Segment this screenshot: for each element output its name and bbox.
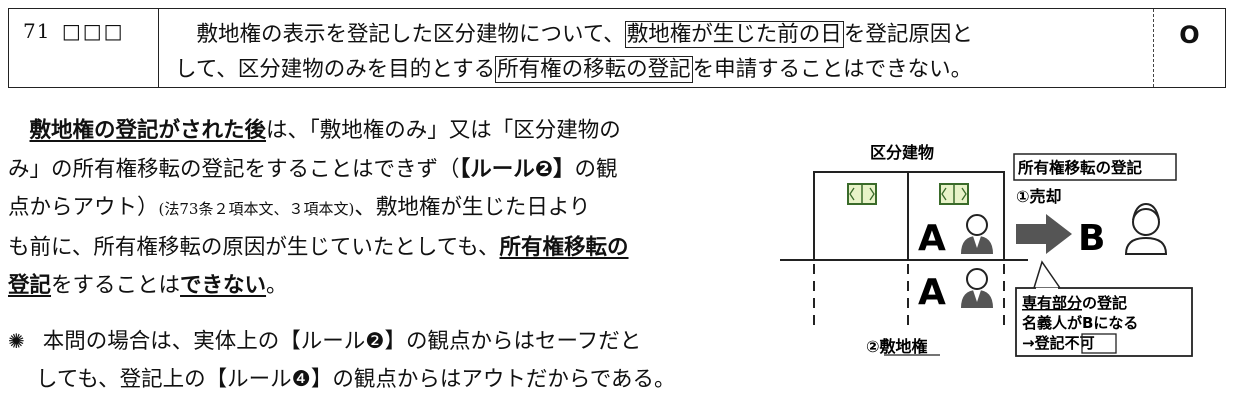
key-phrase: できない (180, 273, 267, 298)
note-paragraph: ✺ 本問の場合は、実体上の【ルール❷】の観点からはセーフだと しても、登記上の【ル… (8, 322, 778, 399)
text-segment: 点からアウト） (8, 195, 159, 220)
window-icon (939, 183, 969, 205)
sale-label: ①売却 (1016, 187, 1062, 206)
transfer-label: 所有権移転の登記 (1018, 158, 1143, 177)
callout-key: 不可 (1065, 334, 1095, 352)
site-right-label: ②敷地権 (866, 337, 928, 356)
text-segment: み」の所有権移転の登記をすることはできず（ (8, 156, 460, 182)
callout-text: の登記 (1082, 294, 1127, 312)
building-label: 区分建物 (870, 143, 934, 162)
callout-pointer (1033, 260, 1061, 289)
text-segment: 。 (266, 273, 288, 298)
explanation-line: も前に、所有権移転の原因が生じていたとしても、所有権移転の (8, 229, 778, 268)
explanation-line: 登記をすることはできない。 (8, 267, 778, 306)
callout-text: →登記 (1022, 334, 1065, 352)
person-a-site-icon (961, 268, 993, 308)
text-segment: は、「敷地権のみ」又は「区分建物の (266, 118, 621, 143)
callout-line-2: 名義人がBになる (1022, 314, 1138, 332)
key-phrase: 敷地権の登記がされた後 (29, 118, 267, 143)
arrow-icon (1016, 214, 1072, 254)
rule-reference: 【ルール❷】 (459, 156, 575, 182)
window-icon (847, 183, 877, 205)
person-a-label: A (918, 218, 946, 259)
boxed-term: 敷地権が生じた前の日 (624, 21, 844, 48)
person-b-icon (1124, 202, 1168, 255)
text-segment: 、敷地権が生じた日より (354, 195, 591, 220)
key-phrase: 所有権移転の (499, 234, 629, 260)
boxed-term: 所有権の移転の登記 (495, 56, 693, 83)
person-b-label: B (1078, 218, 1105, 259)
person-a-site-label: A (918, 272, 946, 313)
question-text-segment: を申請することはできない。 (692, 57, 973, 82)
checkbox-marks: □□□ (61, 19, 125, 43)
question-line-2: して、区分建物のみを目的とする所有権の移転の登記を申請することはできない。 (175, 52, 1141, 87)
note-text: 本問の場合は、実体上の【ルール❷】の観点からはセーフだと (42, 329, 642, 354)
callout-key: 専有部分 (1022, 294, 1082, 312)
question-text-segment: を登記原因と (843, 22, 973, 47)
callout-line-1: 専有部分の登記 (1022, 294, 1127, 312)
callout-line-3: →登記不可 (1022, 334, 1095, 352)
question-line-1: 敷地権の表示を登記した区分建物について、敷地権が生じた前の日を登記原因と (175, 17, 1141, 52)
explanation-paragraph: 敷地権の登記がされた後は、「敷地権のみ」又は「区分建物の み」の所有権移転の登記… (8, 112, 778, 306)
note-text: しても、登記上の【ルール❹】の観点からはアウトだからである。 (36, 367, 676, 392)
question-text: 敷地権の表示を登記した区分建物について、敷地権が生じた前の日を登記原因と して、… (159, 9, 1153, 87)
question-table: 71 □□□ 敷地権の表示を登記した区分建物について、敷地権が生じた前の日を登記… (8, 8, 1226, 88)
text-segment: も前に、所有権移転の原因が生じていたとしても、 (8, 234, 500, 260)
question-number-cell: 71 □□□ (9, 9, 159, 87)
explanation-line: 敷地権の登記がされた後は、「敷地権のみ」又は「区分建物の (8, 112, 778, 151)
question-number: 71 (23, 19, 51, 43)
answer-mark: O (1179, 21, 1200, 49)
question-text-segment: 敷地権の表示を登記した区分建物について、 (196, 22, 625, 47)
explanation-line: み」の所有権移転の登記をすることはできず（【ルール❷】の観 (8, 151, 778, 190)
diagram: 区分建物 A A ②敷地権 所有権移転の登記 ①売却 B (780, 143, 1193, 357)
answer-cell: O (1153, 9, 1225, 87)
transfer-label-box (1013, 153, 1177, 181)
explanation-line: 点からアウト）(法73条２項本文、３項本文)、敷地権が生じた日より (8, 189, 778, 229)
text-segment: の観 (574, 156, 618, 182)
key-phrase: 登記 (8, 273, 52, 298)
not-allowed-box (1081, 333, 1117, 354)
question-text-segment: して、区分建物のみを目的とする (175, 57, 496, 82)
spark-icon: ✺ (8, 329, 25, 353)
note-line: ✺ 本問の場合は、実体上の【ルール❷】の観点からはセーフだと (8, 322, 778, 361)
statute-citation: (法73条２項本文、３項本文) (158, 200, 355, 218)
person-a-icon (961, 214, 993, 254)
callout-box (1015, 287, 1193, 357)
text-segment: をすることは (51, 273, 181, 298)
